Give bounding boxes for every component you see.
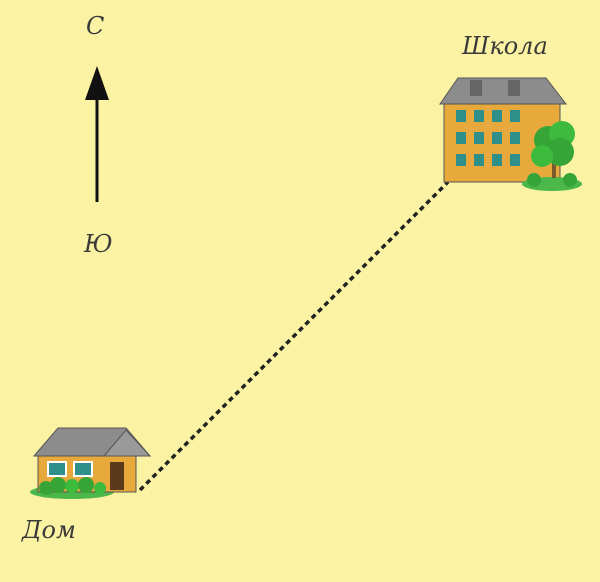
school-building-icon bbox=[439, 77, 582, 191]
home-label: Дом bbox=[22, 516, 76, 544]
school-label: Школа bbox=[462, 32, 548, 60]
north-label: С bbox=[86, 12, 105, 40]
route-path bbox=[138, 180, 450, 492]
north-arrow-icon bbox=[85, 66, 109, 202]
home-house-icon bbox=[30, 427, 152, 499]
south-label: Ю bbox=[84, 230, 113, 258]
